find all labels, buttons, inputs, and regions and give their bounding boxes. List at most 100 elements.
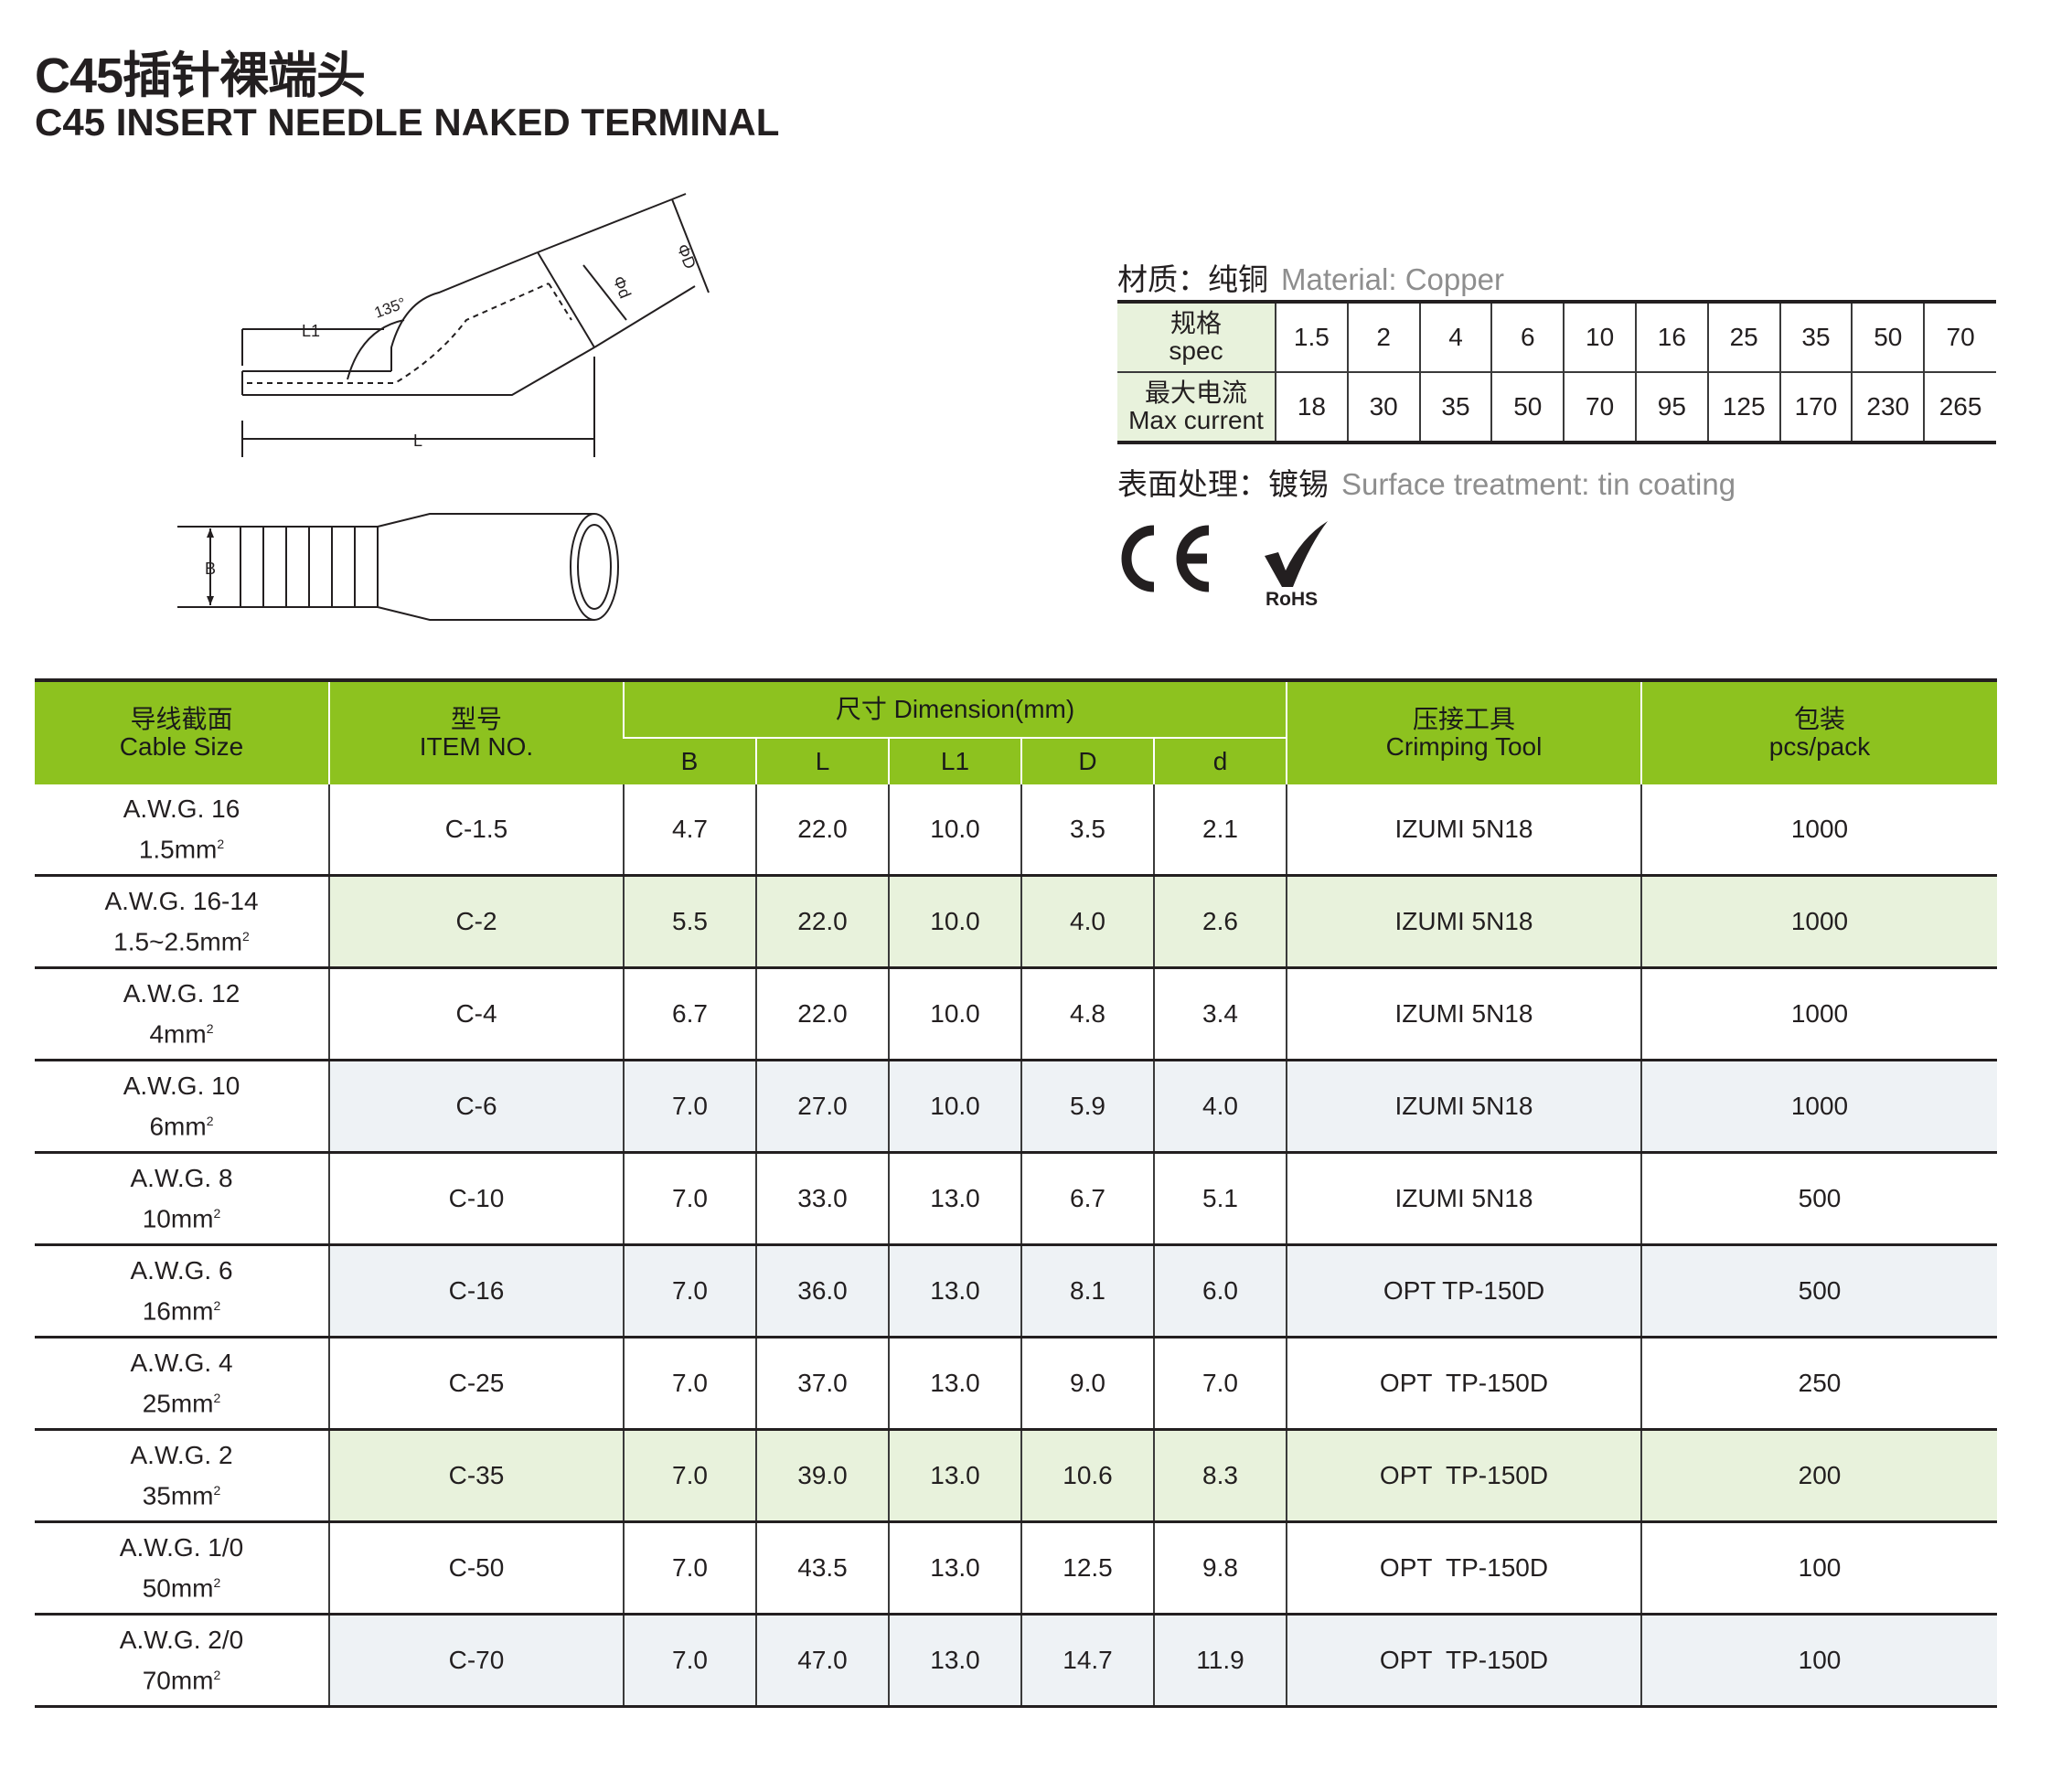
surface-label-en: Surface treatment: tin coating — [1341, 467, 1736, 501]
dimension-l1-cell: 13.0 — [888, 1336, 1021, 1430]
crimping-tool-cell: IZUMI 5N18 — [1286, 874, 1641, 968]
cable-size-cell: A.W.G. 16 1.5mm2 — [35, 784, 329, 876]
dimension-b-cell: 7.0 — [623, 1059, 756, 1153]
pack-cell: 1000 — [1640, 966, 1997, 1061]
current-cell: 230 — [1851, 371, 1926, 444]
spec-cell: 4 — [1418, 300, 1493, 373]
spec-cell: 1.5 — [1275, 300, 1349, 373]
spec-cell: 35 — [1778, 300, 1853, 373]
pack-cell: 500 — [1640, 1151, 1997, 1245]
mm-superscript: 2 — [242, 928, 250, 944]
current-cell: 30 — [1346, 371, 1421, 444]
awg-value: A.W.G. 4 — [130, 1348, 233, 1377]
dimension-b-cell: 5.5 — [623, 874, 756, 968]
pack-cell: 1000 — [1640, 1059, 1997, 1153]
current-cell: 18 — [1275, 371, 1349, 444]
table-subheader-row: B L L1 D d — [35, 737, 1997, 784]
spec-label-en: spec — [1169, 336, 1223, 365]
current-label-en: Max current — [1128, 406, 1264, 434]
dimension-D-cell: 5.9 — [1020, 1059, 1154, 1153]
dimension-D-cell: 12.5 — [1020, 1520, 1154, 1615]
dimension-l-cell: 43.5 — [755, 1520, 889, 1615]
mm-text: 16mm — [142, 1296, 214, 1326]
dimension-d-cell: 6.0 — [1153, 1243, 1287, 1338]
dimension-D-cell: 4.0 — [1020, 874, 1154, 968]
item-no-cell: C-25 — [328, 1336, 624, 1430]
label-angle: 135° — [372, 294, 409, 322]
surface-treatment-line: 表面处理：镀锡 Surface treatment: tin coating — [1117, 460, 1736, 504]
header-item-en: ITEM NO. — [419, 732, 534, 761]
dimension-d-cell: 7.0 — [1153, 1336, 1287, 1430]
spec-cell: 25 — [1706, 300, 1781, 373]
dimension-d-cell: 8.3 — [1153, 1428, 1287, 1522]
header-cable-cn: 导线截面 — [130, 705, 233, 733]
header-cable-en: Cable Size — [119, 732, 244, 761]
material-label-en: Material: Copper — [1281, 262, 1504, 296]
ce-mark-icon — [1121, 525, 1210, 592]
label-d-outer: ΦD — [673, 241, 700, 272]
awg-value: A.W.G. 2 — [130, 1440, 233, 1469]
dimension-D-cell: 10.6 — [1020, 1428, 1154, 1522]
dimension-l1-cell: 13.0 — [888, 1520, 1021, 1615]
pack-cell: 250 — [1640, 1336, 1997, 1430]
dimension-b-cell: 7.0 — [623, 1336, 756, 1430]
awg-value: A.W.G. 12 — [123, 978, 240, 1008]
dimension-D-cell: 8.1 — [1020, 1243, 1154, 1338]
current-cell: 35 — [1418, 371, 1493, 444]
cable-size-cell: A.W.G. 4 25mm2 — [35, 1336, 329, 1430]
header-l: L — [755, 737, 889, 784]
mm-superscript: 2 — [213, 1574, 221, 1590]
mm-text: 25mm — [142, 1389, 214, 1418]
awg-value: A.W.G. 8 — [130, 1163, 233, 1192]
dimension-D-cell: 6.7 — [1020, 1151, 1154, 1245]
mm-text: 1.5~2.5mm — [113, 927, 243, 956]
dimension-l1-cell: 10.0 — [888, 966, 1021, 1061]
awg-value: A.W.G. 1/0 — [119, 1532, 244, 1562]
mm-superscript: 2 — [206, 1113, 214, 1128]
dimension-l1-cell: 10.0 — [888, 784, 1021, 876]
mm-value: 1.5mm2 — [35, 827, 328, 867]
mm-text: 35mm — [142, 1481, 214, 1510]
mm-value: 10mm2 — [35, 1196, 328, 1236]
mm-value: 25mm2 — [35, 1381, 328, 1421]
mm-superscript: 2 — [213, 1297, 221, 1313]
item-no-cell: C-1.5 — [328, 784, 624, 876]
mm-value: 4mm2 — [35, 1011, 328, 1051]
header-tool-en: Crimping Tool — [1385, 732, 1543, 761]
surface-label-cn: 表面处理：镀锡 — [1117, 467, 1329, 501]
label-l: L — [413, 432, 422, 450]
pack-cell: 500 — [1640, 1243, 1997, 1338]
certification-logos: RoHS — [1121, 521, 1328, 609]
awg-value: A.W.G. 10 — [123, 1071, 240, 1100]
dimension-D-cell: 14.7 — [1020, 1613, 1154, 1708]
label-l1: L1 — [302, 322, 320, 340]
cable-size-cell: A.W.G. 8 10mm2 — [35, 1151, 329, 1245]
crimping-tool-cell: IZUMI 5N18 — [1286, 784, 1641, 876]
terminal-top-drawing: B — [177, 513, 619, 621]
rohs-check-icon: RoHS — [1265, 521, 1328, 609]
crimping-tool-cell: IZUMI 5N18 — [1286, 966, 1641, 1061]
dimension-b-cell: 7.0 — [623, 1151, 756, 1245]
spec-cell: 6 — [1490, 300, 1565, 373]
pack-cell: 200 — [1640, 1428, 1997, 1522]
header-pack-cn: 包装 — [1793, 705, 1845, 733]
item-no-cell: C-6 — [328, 1059, 624, 1153]
current-cell: 95 — [1634, 371, 1709, 444]
dimension-b-cell: 6.7 — [623, 966, 756, 1061]
mm-superscript: 2 — [213, 1205, 221, 1221]
awg-value: A.W.G. 16 — [123, 794, 240, 823]
dimension-b-cell: 7.0 — [623, 1520, 756, 1615]
